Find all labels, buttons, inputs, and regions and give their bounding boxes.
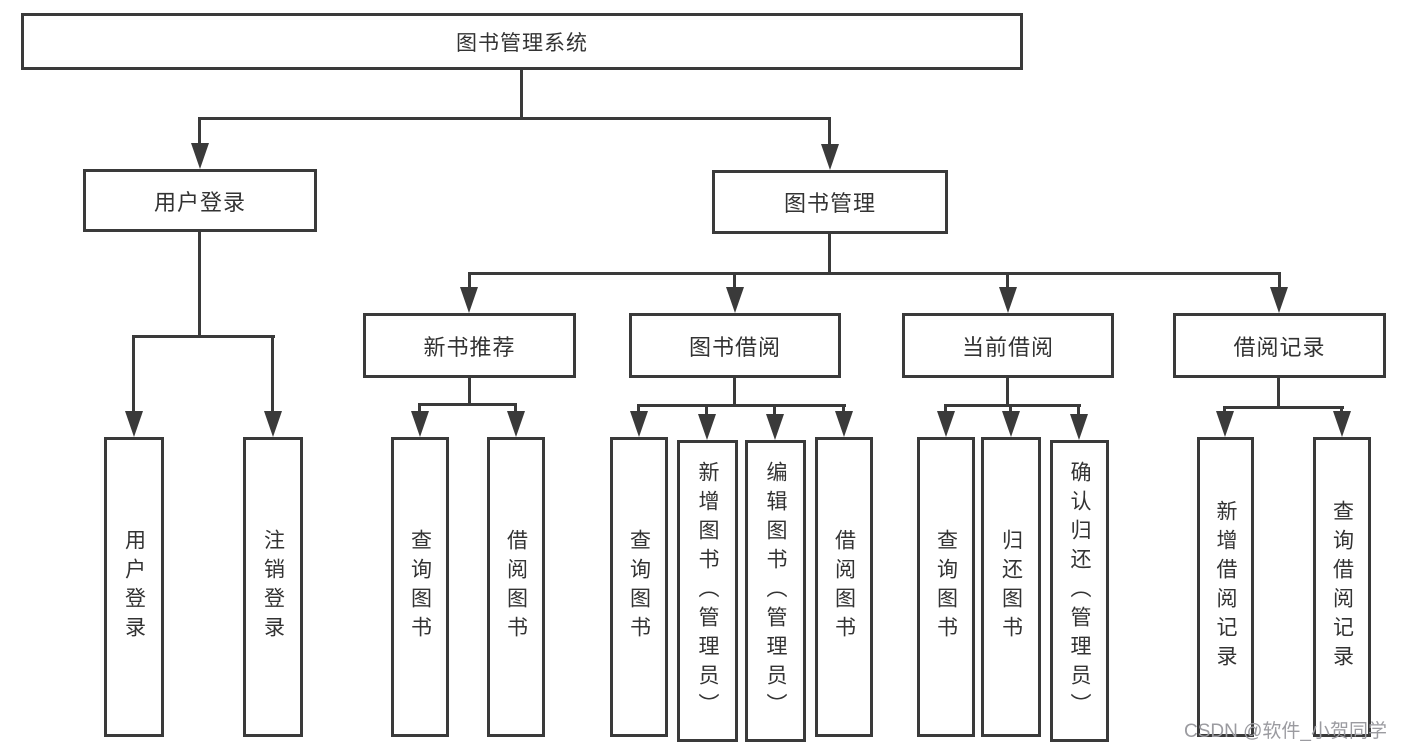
node-book-management: 图书管理 <box>712 170 948 234</box>
connector-line <box>638 404 846 407</box>
connector-line <box>198 117 201 147</box>
arrow-down-icon <box>1216 411 1234 437</box>
arrow-down-icon <box>411 411 429 437</box>
connector-line <box>1224 406 1344 409</box>
connector-line <box>705 404 708 418</box>
node-user-login: 用户登录 <box>83 169 317 232</box>
connector-line <box>520 69 523 120</box>
node-label: 编辑图书（管理员） <box>764 460 788 722</box>
leaf-query-books: 查询图书 <box>391 437 449 737</box>
node-book-borrowing: 图书借阅 <box>629 313 841 378</box>
node-label: 新增借阅记录 <box>1214 500 1238 674</box>
arrow-down-icon <box>726 287 744 313</box>
connector-line <box>773 404 776 418</box>
connector-line <box>468 377 471 405</box>
leaf-borrow-books: 借阅图书 <box>815 437 873 737</box>
node-new-book-recommendation: 新书推荐 <box>363 313 576 378</box>
arrow-down-icon <box>937 411 955 437</box>
leaf-logout: 注销登录 <box>243 437 303 737</box>
arrow-down-icon <box>264 411 282 437</box>
node-label: 查询借阅记录 <box>1330 500 1354 674</box>
arrow-down-icon <box>999 287 1017 313</box>
connector-line <box>271 335 274 415</box>
arrow-down-icon <box>507 411 525 437</box>
arrow-down-icon <box>821 144 839 170</box>
arrow-down-icon <box>1333 411 1351 437</box>
node-label: 借阅图书 <box>504 529 528 645</box>
node-label: 注销登录 <box>261 529 285 645</box>
connector-line <box>468 272 1281 275</box>
node-label: 查询图书 <box>934 529 958 645</box>
connector-line <box>733 272 736 294</box>
connector-line <box>198 117 831 120</box>
leaf-add-books-admin: 新增图书（管理员） <box>677 440 738 742</box>
leaf-return-books: 归还图书 <box>981 437 1041 737</box>
arrow-down-icon <box>1002 411 1020 437</box>
connector-line <box>419 403 517 406</box>
arrow-down-icon <box>191 143 209 169</box>
connector-line <box>132 335 135 415</box>
leaf-add-borrow-record: 新增借阅记录 <box>1197 437 1254 737</box>
node-current-borrowing: 当前借阅 <box>902 313 1114 378</box>
node-label: 查询图书 <box>627 529 651 645</box>
leaf-query-borrow-record: 查询借阅记录 <box>1313 437 1371 737</box>
connector-line <box>1077 404 1080 418</box>
connector-line <box>468 272 471 294</box>
arrow-down-icon <box>460 287 478 313</box>
leaf-edit-books-admin: 编辑图书（管理员） <box>745 440 806 742</box>
connector-line <box>418 403 421 417</box>
arrow-down-icon <box>630 411 648 437</box>
connector-line <box>1006 377 1009 406</box>
connector-line <box>133 335 275 338</box>
connector-line <box>1278 272 1281 294</box>
watermark: CSDN @软件_小贺同学 <box>1184 721 1387 742</box>
node-borrowing-records: 借阅记录 <box>1173 313 1386 378</box>
leaf-confirm-return-admin: 确认归还（管理员） <box>1050 440 1109 742</box>
arrow-down-icon <box>698 414 716 440</box>
node-label: 确认归还（管理员） <box>1068 460 1092 722</box>
connector-line <box>828 117 831 147</box>
arrow-down-icon <box>1070 414 1088 440</box>
leaf-query-books: 查询图书 <box>917 437 975 737</box>
leaf-borrow-books: 借阅图书 <box>487 437 545 737</box>
connector-line <box>514 403 517 417</box>
arrow-down-icon <box>1270 287 1288 313</box>
node-label: 查询图书 <box>408 529 432 645</box>
arrow-down-icon <box>835 411 853 437</box>
connector-line <box>945 404 1081 407</box>
node-label: 新增图书（管理员） <box>696 460 720 722</box>
node-label: 归还图书 <box>999 529 1023 645</box>
node-library-management-system: 图书管理系统 <box>21 13 1023 70</box>
connector-line <box>733 377 736 406</box>
connector-line <box>828 233 831 275</box>
arrow-down-icon <box>766 414 784 440</box>
leaf-query-books: 查询图书 <box>610 437 668 737</box>
node-label: 借阅图书 <box>832 529 856 645</box>
arrow-down-icon <box>125 411 143 437</box>
connector-line <box>1277 377 1280 408</box>
leaf-user-login: 用户登录 <box>104 437 164 737</box>
node-label: 用户登录 <box>122 529 146 645</box>
connector-line <box>1006 272 1009 294</box>
connector-line <box>198 231 201 338</box>
